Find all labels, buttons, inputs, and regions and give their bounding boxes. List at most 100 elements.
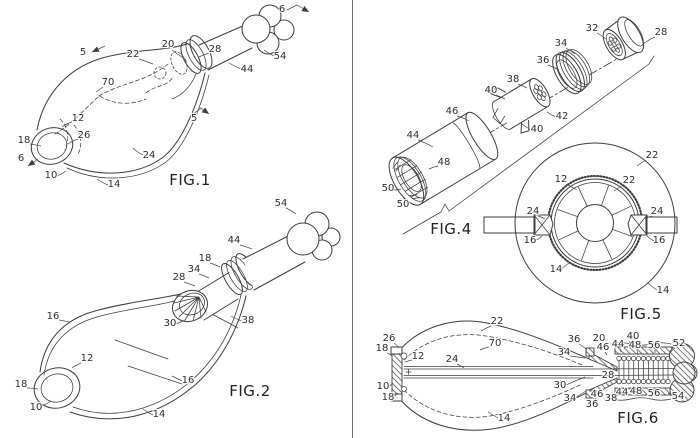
figure-2: 54 44 18 34 28 16 30 38 12 16 18 10 14 F… — [14, 197, 341, 421]
ref-10: 10 — [30, 402, 43, 413]
fig5-left-clamp — [533, 214, 554, 236]
ref-18: 18 — [15, 379, 28, 390]
ref-14: 14 — [657, 285, 670, 296]
fig2-interior-shading — [114, 313, 239, 385]
ref-36: 36 — [537, 55, 550, 66]
ref-54: 54 — [275, 198, 288, 209]
ref-18: 18 — [199, 253, 212, 264]
fig5-right-bar — [645, 216, 678, 234]
fig1-bulb-inner-wall — [66, 74, 210, 179]
ref-28: 28 — [655, 27, 668, 38]
fig1-lobed-tip — [241, 4, 295, 55]
fig2-collar-rings — [221, 263, 243, 295]
fig6-lobed-end — [669, 343, 698, 403]
ref-22: 22 — [127, 49, 140, 60]
fig2-bulb-bottom-outline — [69, 295, 247, 420]
ref-46: 46 — [446, 106, 459, 117]
ref-16: 16 — [653, 235, 666, 246]
fig6-bulb-top-outline — [397, 320, 595, 362]
fig1-caption: FIG.1 — [169, 171, 211, 189]
ref-28: 28 — [602, 370, 615, 381]
fig4-insert-holes — [533, 84, 547, 102]
fig1-linework — [27, 4, 310, 179]
fig6-bulb-bottom-outline — [397, 388, 595, 431]
fig1-section-arrows — [27, 4, 310, 167]
fig6-caption: FIG.6 — [617, 409, 659, 427]
ref-44: 44 — [228, 235, 241, 246]
ref-44: 44 — [612, 339, 625, 350]
fig4-threaded-ring — [552, 49, 593, 95]
ref-26: 26 — [383, 333, 396, 344]
ref-48: 48 — [438, 157, 451, 168]
ref-38: 38 — [605, 393, 618, 404]
fig4-inner-ribs — [394, 159, 428, 198]
fig2-labels: 54 44 18 34 28 16 30 38 12 16 18 10 14 — [14, 197, 297, 421]
ref-26: 26 — [78, 130, 91, 141]
ref-20: 20 — [162, 39, 175, 50]
fig2-insert-body — [196, 271, 239, 321]
fig4-main-cylinder — [388, 111, 499, 206]
fig2-funnel-vanes — [173, 295, 207, 322]
ref-24: 24 — [446, 354, 459, 365]
ref-40: 40 — [531, 124, 544, 135]
ref-34: 34 — [558, 347, 571, 358]
ref-48: 48 — [630, 386, 643, 397]
fig2-mouth-ring-inner — [40, 373, 74, 403]
ref-10: 10 — [377, 381, 390, 392]
fig4-insert — [489, 77, 551, 134]
fig6-mouth-plug — [391, 352, 403, 398]
fig2-lobed-tip — [286, 211, 341, 261]
fig5-linework — [483, 142, 678, 304]
leader-lines — [534, 159, 658, 291]
leader-lines — [29, 49, 275, 186]
ref-32: 32 — [586, 23, 599, 34]
ref-40: 40 — [485, 85, 498, 96]
fig1-mouth-ring-inner — [36, 132, 68, 160]
fig5-spokes — [557, 185, 633, 261]
figure-6: 22 70 26 18 12 24 10 18 14 30 36 34 20 4… — [375, 315, 698, 431]
fig5-left-bar — [483, 216, 536, 234]
ref-44: 44 — [407, 130, 420, 141]
ref-54: 54 — [672, 391, 685, 402]
ref-28: 28 — [209, 44, 222, 55]
ref-16: 16 — [182, 375, 195, 386]
fig4-end-cap — [602, 16, 644, 62]
ref-48: 48 — [629, 340, 642, 351]
ref-34: 34 — [188, 264, 201, 275]
fig1-collar — [180, 42, 202, 74]
ref-50: 50 — [397, 199, 410, 210]
ref-22: 22 — [491, 316, 504, 327]
ref-50: 50 — [382, 183, 395, 194]
fig6-collar-bottom — [585, 389, 595, 399]
figure-4: 32 28 34 36 38 40 42 40 46 44 48 50 50 F… — [381, 16, 669, 239]
ref-34: 34 — [564, 393, 577, 404]
ref-6: 6 — [18, 153, 24, 164]
ref-14: 14 — [108, 179, 121, 190]
ref-20: 20 — [593, 333, 606, 344]
ref-40: 40 — [627, 331, 640, 342]
ref-42: 42 — [556, 111, 569, 122]
ref-54: 54 — [274, 51, 287, 62]
ref-12: 12 — [555, 174, 568, 185]
fig6-funnel-top — [588, 351, 618, 372]
fig6-bore — [592, 368, 675, 376]
fig4-labels: 32 28 34 36 38 40 42 40 46 44 48 50 50 — [381, 22, 669, 211]
fig5-ring-inner — [554, 182, 636, 264]
fig4-linework — [388, 16, 655, 235]
fig6-hidden-bottom — [403, 384, 581, 418]
ref-30: 30 — [554, 380, 567, 391]
ref-56: 56 — [648, 340, 661, 351]
ref-22: 22 — [623, 175, 636, 186]
ref-44: 44 — [616, 387, 629, 398]
ref-30: 30 — [164, 318, 177, 329]
fig2-mouth-ring-outer — [33, 367, 81, 409]
ref-16: 16 — [524, 235, 537, 246]
figure-5: 22 12 22 24 24 16 16 14 14 FIG.5 — [483, 142, 678, 324]
ref-12: 12 — [81, 353, 94, 364]
fig5-labels: 22 12 22 24 24 16 16 14 14 — [523, 149, 671, 297]
ref-6: 6 — [279, 4, 285, 15]
fig6-coils — [616, 355, 671, 385]
fig4-rim-notches — [392, 161, 421, 200]
